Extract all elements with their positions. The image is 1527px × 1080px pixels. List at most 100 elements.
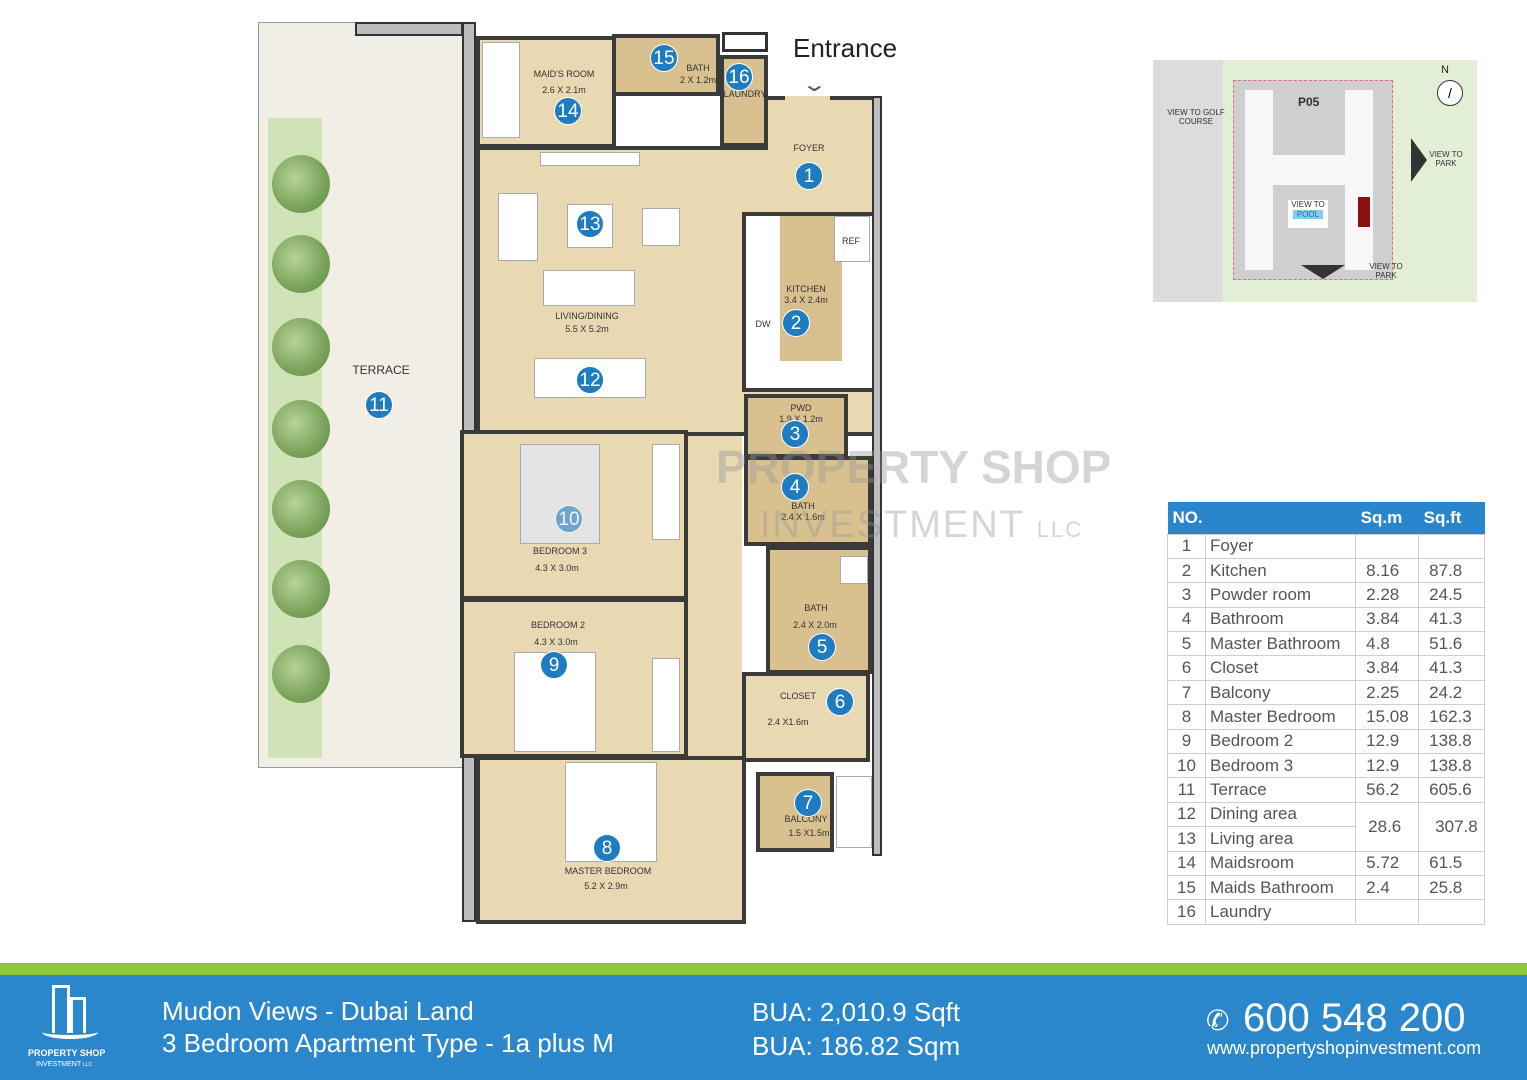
row-sqm: 8.16 <box>1355 557 1420 584</box>
phone-icon: ✆ <box>1206 1005 1230 1036</box>
room-label: FOYER <box>793 143 825 153</box>
wardrobe <box>652 444 680 540</box>
row-sqft: 605.6 <box>1418 777 1485 803</box>
row-no: 11 <box>1167 777 1206 803</box>
row-sqft: 307.8 <box>1418 801 1485 852</box>
row-name: Balcony <box>1204 679 1357 706</box>
room-balcony <box>756 772 834 852</box>
room-dim: 5.5 X 5.2m <box>565 324 609 334</box>
row-no: 2 <box>1167 557 1206 584</box>
unit-type: 3 Bedroom Apartment Type - 1a plus M <box>162 1028 614 1058</box>
row-name: Master Bathroom <box>1204 631 1357 657</box>
arrow-icon <box>1301 265 1345 279</box>
row-sqft: 51.6 <box>1418 631 1485 657</box>
badge-3: 3 <box>781 420 809 448</box>
row-no: 5 <box>1167 631 1206 657</box>
sofa <box>498 193 538 261</box>
row-name: Bedroom 2 <box>1204 728 1357 755</box>
row-no: 3 <box>1167 582 1206 608</box>
row-sqm: 3.84 <box>1355 606 1420 633</box>
north-label: N <box>1441 64 1449 76</box>
watermark: INVESTMENT LLC <box>760 504 1084 546</box>
room-dim: 3.4 X 2.4m <box>784 295 828 305</box>
entrance-door[interactable] <box>785 96 830 102</box>
tree-icon <box>272 318 330 376</box>
room-label: MASTER BEDROOM <box>564 866 652 876</box>
row-sqft: 24.5 <box>1418 582 1485 608</box>
row-name: Master Bedroom <box>1204 704 1357 730</box>
tree-icon <box>272 400 330 458</box>
room-label: LAUNDRY <box>723 89 767 99</box>
room-dim: 2.4 X1.6m <box>767 717 809 727</box>
bua-sqm: BUA: 186.82 Sqm <box>752 1031 961 1061</box>
project-title: Mudon Views - Dubai Land <box>162 996 474 1026</box>
room-bathroom <box>744 456 872 546</box>
badge-11: 11 <box>365 391 393 419</box>
row-no: 10 <box>1167 753 1206 779</box>
row-no: 15 <box>1167 874 1206 901</box>
row-sqm: 2.25 <box>1355 679 1420 706</box>
row-sqft: 24.2 <box>1418 679 1485 706</box>
row-name: Kitchen <box>1204 557 1357 584</box>
badge-15: 15 <box>650 44 678 72</box>
room-label: BALCONY <box>784 814 828 824</box>
room-label: PWD <box>790 403 812 413</box>
phone-number[interactable]: 600 548 200 <box>1243 996 1466 1040</box>
arrow-icon <box>1411 138 1427 182</box>
logo-text: PROPERTY SHOP <box>28 1048 106 1058</box>
row-name: Laundry <box>1204 899 1357 925</box>
row-name: Dining area <box>1204 801 1357 828</box>
p05-label: P05 <box>1298 95 1320 109</box>
room-label: BATH <box>686 63 710 73</box>
row-sqft: 87.8 <box>1418 557 1485 584</box>
row-name: Powder room <box>1204 582 1357 608</box>
watermark: PROPERTY SHOP <box>716 441 1112 493</box>
row-sqm: 4.8 <box>1355 631 1420 657</box>
row-sqft: 138.8 <box>1418 728 1485 755</box>
badge-13: 13 <box>576 210 604 238</box>
golf-view-label: VIEW TO GOLF COURSE <box>1167 108 1225 126</box>
row-sqft <box>1418 533 1485 559</box>
armchair <box>642 208 680 246</box>
row-sqm <box>1355 899 1420 925</box>
logo-icon <box>42 985 98 1043</box>
website-link[interactable]: www.propertyshopinvestment.com <box>1207 1038 1482 1058</box>
row-name: Maidsroom <box>1204 850 1357 876</box>
row-name: Living area <box>1204 826 1357 852</box>
road <box>1153 60 1223 302</box>
badge-6: 6 <box>826 688 854 716</box>
row-sqft: 41.3 <box>1418 606 1485 633</box>
row-sqm: 15.08 <box>1355 704 1420 730</box>
row-sqm: 12.9 <box>1355 728 1420 755</box>
badge-12: 12 <box>576 366 604 394</box>
wall <box>355 22 463 36</box>
bua-sqft: BUA: 2,010.9 Sqft <box>752 997 961 1027</box>
row-no: 6 <box>1167 655 1206 681</box>
row-no: 14 <box>1167 850 1206 876</box>
tv-unit <box>540 152 640 166</box>
room-label: BEDROOM 2 <box>530 620 586 630</box>
sofa <box>543 270 635 306</box>
row-name: Closet <box>1204 655 1357 681</box>
row-sqft: 25.8 <box>1418 874 1485 901</box>
row-no: 1 <box>1167 533 1206 559</box>
row-no: 4 <box>1167 606 1206 633</box>
badge-1: 1 <box>795 162 823 190</box>
tree-icon <box>272 235 330 293</box>
row-name: Maids Bathroom <box>1204 874 1357 901</box>
room-closet <box>742 672 870 762</box>
room-dim: 4.3 X 3.0m <box>534 637 578 647</box>
bed <box>482 42 520 138</box>
row-sqm: 2.28 <box>1355 582 1420 608</box>
dw-label: DW <box>755 319 771 329</box>
building-wing <box>1245 90 1273 270</box>
